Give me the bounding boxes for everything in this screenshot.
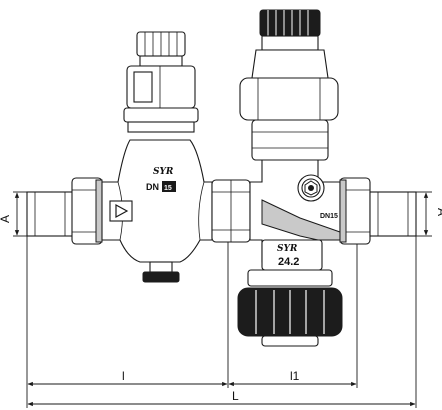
right-valve-gauge-icon	[297, 174, 325, 202]
dimension-a-right: A	[416, 191, 442, 237]
left-valve-logo: SYR	[153, 167, 174, 177]
right-valve-handwheel	[259, 9, 321, 51]
dimension-l1-label: l1	[290, 369, 300, 383]
dimension-a-left-label: A	[0, 215, 12, 223]
left-valve-spring-housing	[123, 65, 199, 133]
flow-direction-arrow-icon	[109, 200, 133, 222]
dimension-total-l: L	[27, 389, 416, 407]
right-valve-model: 24.2	[278, 256, 299, 268]
right-valve-size-label: DN15	[320, 213, 338, 220]
left-union-nut	[71, 177, 103, 245]
right-valve-bonnet	[239, 49, 339, 161]
left-valve-size-value: 15	[164, 185, 172, 192]
dimension-extension-lines	[26, 236, 417, 408]
left-valve-size-prefix: DN	[146, 182, 159, 192]
left-valve-cap	[136, 31, 186, 67]
dimension-l-label: l	[122, 369, 125, 383]
dimension-total-l-label: L	[232, 389, 239, 403]
left-valve-drain	[142, 261, 180, 283]
right-valve-logo: SYR	[277, 244, 298, 254]
dimension-a-left: A	[0, 191, 27, 237]
right-tailpiece	[369, 191, 417, 237]
dimension-l1: l1	[228, 369, 357, 387]
dimension-l: l	[27, 369, 228, 387]
right-valve-nameplate: SYR 24.2	[261, 239, 323, 271]
right-valve-bottom-cap	[237, 269, 343, 347]
center-union-nut	[211, 179, 251, 243]
right-union-nut	[339, 177, 371, 245]
left-tailpiece	[26, 191, 74, 237]
left-valve-size-badge	[162, 181, 176, 192]
dimension-a-right-label: A	[435, 208, 442, 216]
